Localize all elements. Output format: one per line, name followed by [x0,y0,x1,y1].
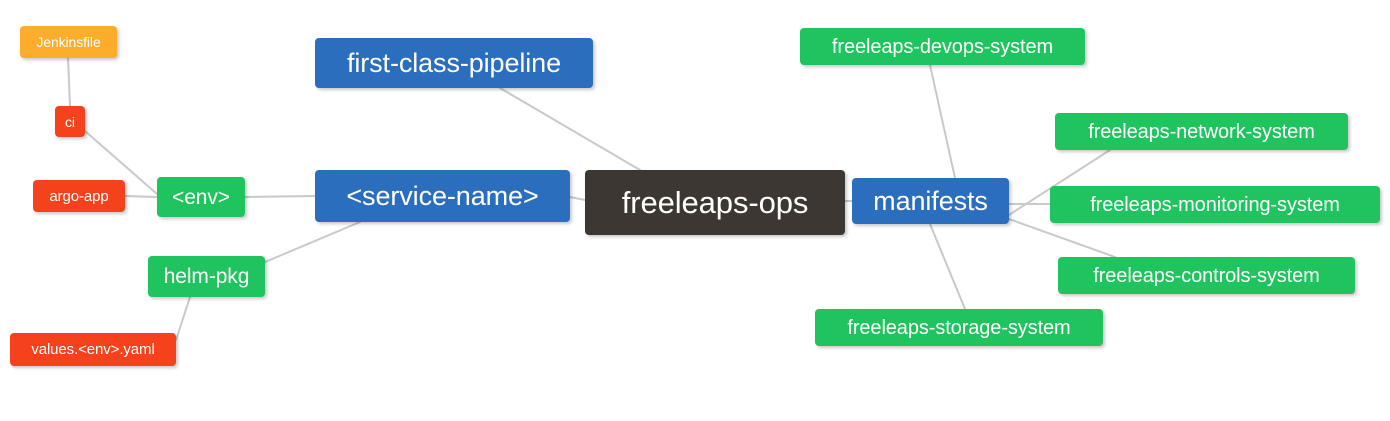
node-freeleaps-storage-system[interactable]: freeleaps-storage-system [815,309,1103,346]
edge-values-env-yaml-to-helm-pkg [175,296,191,341]
node-helm-pkg[interactable]: helm-pkg [148,256,265,297]
node-label-jenkinsfile: Jenkinsfile [36,34,101,50]
node-label-values-env-yaml: values.<env>.yaml [31,341,155,358]
node-freeleaps-ops[interactable]: freeleaps-ops [585,170,845,235]
node-label-ci: ci [65,113,75,130]
node-label-manifests: manifests [873,185,988,216]
node-argo-app[interactable]: argo-app [33,180,125,212]
edge-first-class-pipeline-to-freeleaps-ops [499,87,641,171]
edge-manifests-to-freeleaps-storage-system [929,223,966,310]
edge-service-name-to-freeleaps-ops [569,196,586,201]
node-label-service-name: <service-name> [346,180,539,211]
node-values-env-yaml[interactable]: values.<env>.yaml [10,333,176,366]
node-freeleaps-network-system[interactable]: freeleaps-network-system [1055,113,1348,150]
node-service-name[interactable]: <service-name> [315,170,570,222]
node-label-freeleaps-monitoring-system: freeleaps-monitoring-system [1090,193,1340,216]
edge-jenkinsfile-to-ci [67,57,71,107]
node-label-helm-pkg: helm-pkg [163,265,250,288]
edge-env-to-service-name [244,195,316,198]
node-label-freeleaps-ops: freeleaps-ops [621,185,809,220]
node-label-first-class-pipeline: first-class-pipeline [346,47,562,78]
edge-argo-app-to-env [124,195,158,198]
node-jenkinsfile[interactable]: Jenkinsfile [20,26,117,58]
edge-freeleaps-devops-system-to-manifests [929,64,956,179]
node-label-freeleaps-network-system: freeleaps-network-system [1088,120,1315,143]
node-manifests[interactable]: manifests [852,178,1009,224]
node-label-argo-app: argo-app [49,187,109,205]
node-freeleaps-devops-system[interactable]: freeleaps-devops-system [800,28,1085,65]
node-label-freeleaps-storage-system: freeleaps-storage-system [847,316,1071,339]
node-ci[interactable]: ci [55,106,85,137]
node-env[interactable]: <env> [157,177,245,217]
edge-helm-pkg-to-service-name [264,221,361,263]
node-freeleaps-controls-system[interactable]: freeleaps-controls-system [1058,257,1355,294]
edge-manifests-to-freeleaps-controls-system [1008,218,1116,258]
node-first-class-pipeline[interactable]: first-class-pipeline [315,38,593,88]
node-label-freeleaps-controls-system: freeleaps-controls-system [1093,264,1320,287]
node-freeleaps-monitoring-system[interactable]: freeleaps-monitoring-system [1050,186,1380,223]
node-label-freeleaps-devops-system: freeleaps-devops-system [831,35,1054,58]
node-label-env: <env> [172,185,230,209]
